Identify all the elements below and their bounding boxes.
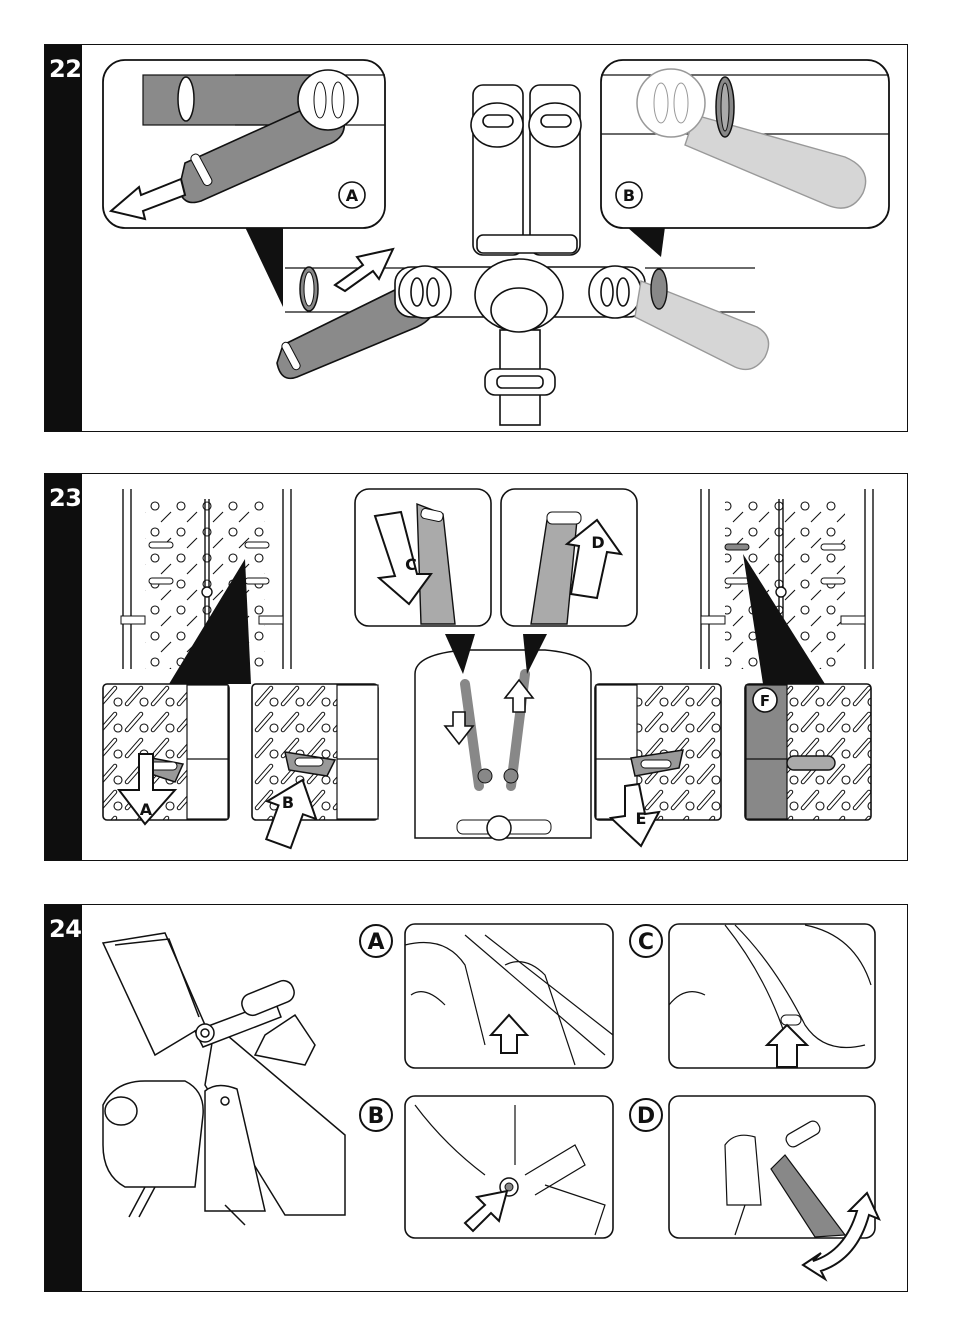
center-seat xyxy=(415,634,591,840)
detail-panel-c: C xyxy=(630,924,875,1068)
detail-label-b: B xyxy=(368,1104,385,1129)
detail-label-d: D xyxy=(637,1104,655,1129)
detail-box-b: B xyxy=(252,684,378,853)
detail-box-f: F xyxy=(745,684,871,820)
step-22-illustration: A B xyxy=(45,45,908,432)
detail-label-c: C xyxy=(405,555,417,574)
step-23-illustration: A B xyxy=(45,474,908,861)
callout-b-box: B xyxy=(601,60,889,257)
callout-a-box: A xyxy=(103,60,385,307)
step-23-panel: 23 xyxy=(44,473,908,861)
detail-panel-b: B xyxy=(360,1096,613,1238)
seat-back-left xyxy=(121,489,293,684)
detail-panel-d: D xyxy=(630,1096,879,1279)
detail-label-d: D xyxy=(591,533,604,552)
detail-label-b: B xyxy=(282,793,294,812)
harness-straps xyxy=(471,85,581,425)
step-22-panel: 22 xyxy=(44,44,908,432)
harness-buckle xyxy=(395,259,645,332)
stroller-side-view xyxy=(103,933,345,1225)
callout-label-b: B xyxy=(623,186,635,205)
detail-label-f: F xyxy=(760,692,770,710)
callout-label-a: A xyxy=(346,186,359,205)
seat-back-right xyxy=(701,489,873,684)
step-24-panel: 24 A xyxy=(44,904,908,1292)
detail-box-d: D xyxy=(501,489,637,626)
detail-box-a: A xyxy=(103,684,229,824)
detail-box-c: C xyxy=(355,489,491,626)
detail-box-e: E xyxy=(595,684,721,846)
detail-panel-a: A xyxy=(360,924,613,1068)
detail-label-a: A xyxy=(140,800,153,819)
detail-label-c: C xyxy=(638,930,654,955)
detail-label-a: A xyxy=(367,930,384,955)
detail-label-e: E xyxy=(636,809,647,828)
step-24-illustration: A C xyxy=(45,905,908,1292)
